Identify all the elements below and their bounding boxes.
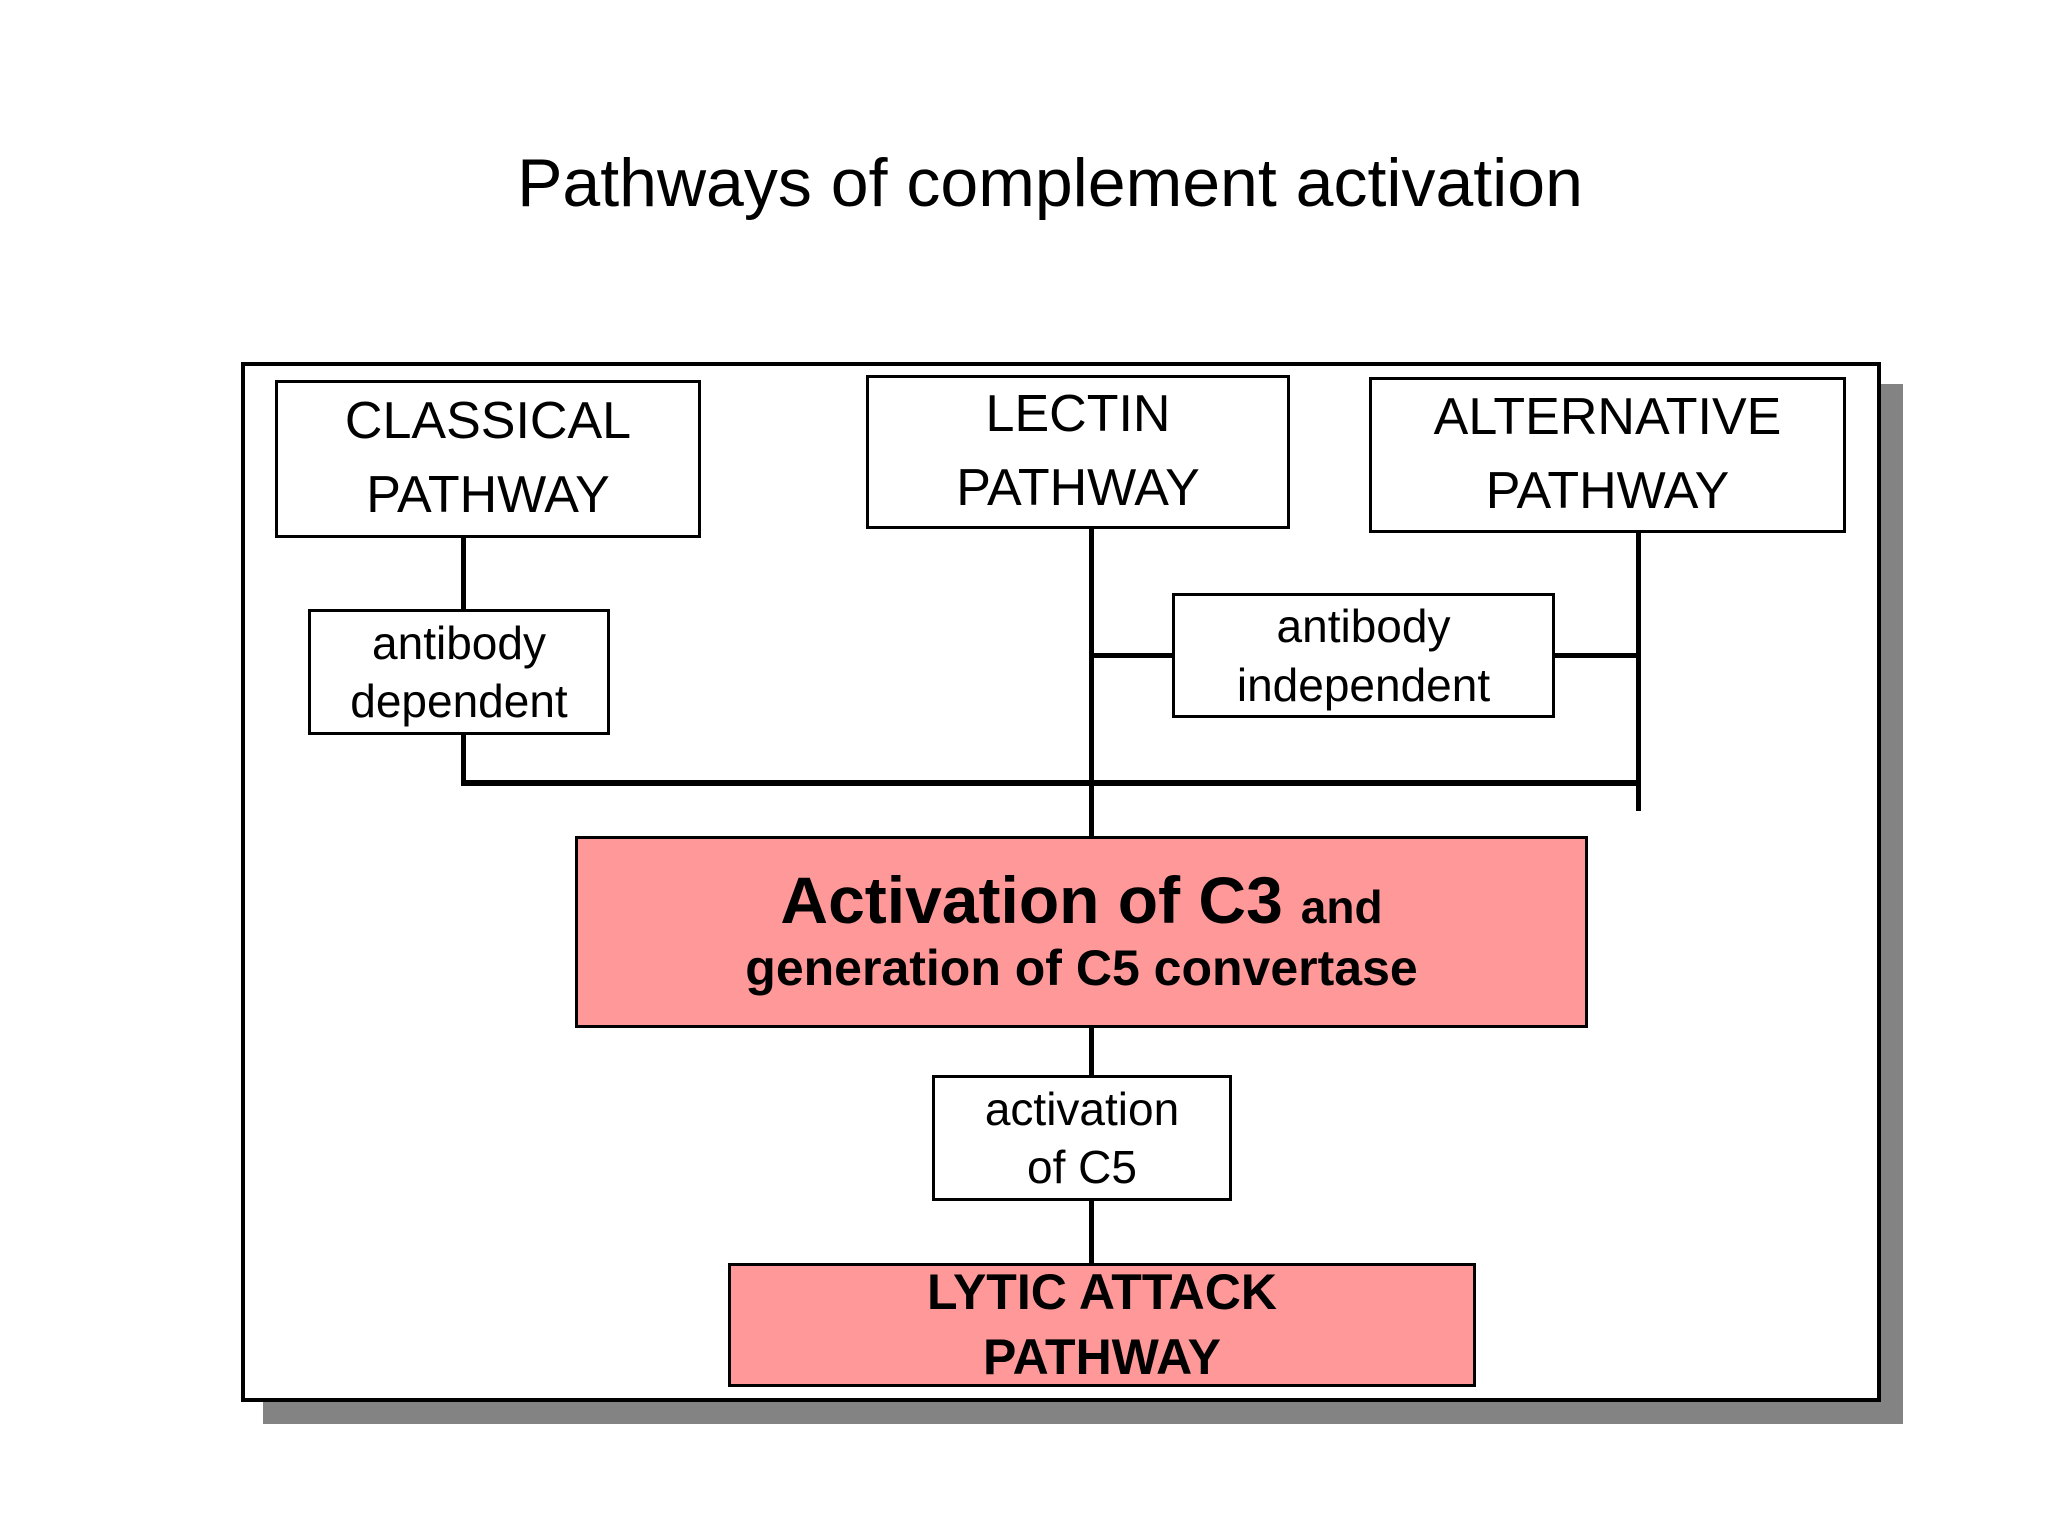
box-antibody-independent: antibody independent bbox=[1172, 593, 1555, 718]
antibody-dependent-label-line1: antibody bbox=[372, 616, 546, 669]
antibody-dependent-label-line2: dependent bbox=[350, 675, 568, 727]
lectin-pathway-label-line2: PATHWAY bbox=[956, 459, 1200, 517]
connector-lectin-to-c3 bbox=[1089, 529, 1094, 836]
connector-classical-to-dependent bbox=[461, 538, 466, 609]
activation-c5-label-line2: of C5 bbox=[1027, 1141, 1137, 1193]
alternative-pathway-label-line1: ALTERNATIVE bbox=[1433, 388, 1782, 447]
connector-lectin-to-independent bbox=[1089, 653, 1172, 658]
box-antibody-dependent: antibody dependent bbox=[308, 609, 610, 735]
classical-pathway-label-line2: PATHWAY bbox=[366, 466, 610, 524]
box-activation-c3: Activation of C3 and generation of C5 con… bbox=[575, 836, 1588, 1028]
diagram-panel: CLASSICAL PATHWAY LECTIN PATHWAY ALTERNA… bbox=[241, 362, 1881, 1402]
activation-c3-subheading: generation of C5 convertase bbox=[745, 940, 1418, 997]
antibody-independent-label-line2: independent bbox=[1236, 658, 1491, 711]
box-lytic-attack-pathway: LYTIC ATTACK PATHWAY bbox=[728, 1263, 1476, 1387]
connector-c5-to-lytic bbox=[1089, 1201, 1094, 1263]
activation-c3-heading: Activation of C3 bbox=[780, 863, 1283, 938]
page-title: Pathways of complement activation bbox=[517, 145, 1583, 221]
box-alternative-pathway: ALTERNATIVE PATHWAY bbox=[1369, 377, 1846, 533]
lytic-attack-label-line1: LYTIC ATTACK bbox=[927, 1264, 1277, 1320]
alternative-pathway-label-line2: PATHWAY bbox=[1485, 462, 1730, 520]
lectin-pathway-label-line1: LECTIN bbox=[985, 385, 1171, 444]
box-classical-pathway: CLASSICAL PATHWAY bbox=[275, 380, 701, 538]
connector-independent-to-alternative bbox=[1555, 653, 1641, 658]
connector-alternative-to-collector bbox=[1636, 533, 1641, 811]
collector-line bbox=[461, 780, 1641, 786]
activation-c3-heading-suffix: and bbox=[1300, 881, 1383, 934]
classical-pathway-label-line1: CLASSICAL bbox=[344, 392, 632, 451]
lytic-attack-label-line2: PATHWAY bbox=[983, 1329, 1221, 1385]
box-activation-c5: activation of C5 bbox=[932, 1075, 1232, 1201]
activation-c3-heading-row: Activation of C3 and bbox=[780, 864, 1382, 937]
activation-c5-label-line1: activation bbox=[984, 1082, 1180, 1135]
connector-dependent-to-collector bbox=[461, 735, 466, 785]
box-lectin-pathway: LECTIN PATHWAY bbox=[866, 375, 1290, 529]
antibody-independent-label-line1: antibody bbox=[1276, 600, 1451, 653]
connector-c3-to-c5 bbox=[1089, 1028, 1094, 1075]
